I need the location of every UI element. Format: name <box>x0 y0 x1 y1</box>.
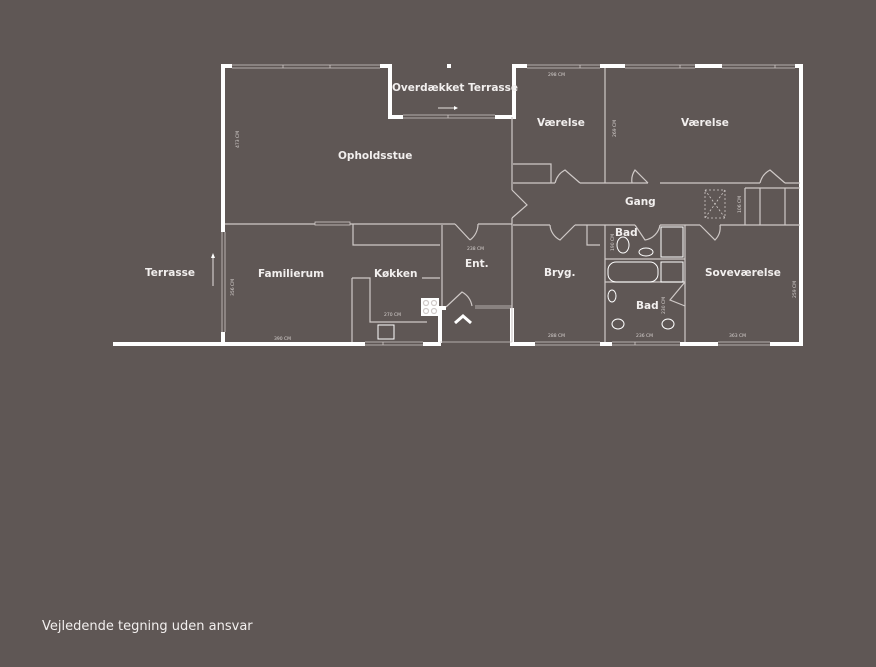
dim-kokken: 270 CM <box>384 312 401 318</box>
dim-vaerelse-1: 298 CM <box>548 72 565 78</box>
arrows <box>211 106 472 325</box>
room-label-gang: Gang <box>625 196 656 208</box>
room-label-vaerelse-2: Værelse <box>681 117 729 129</box>
room-label-bad-2: Bad <box>636 300 659 312</box>
interior-walls <box>225 68 800 342</box>
dim-bad-1: 190 CM <box>610 234 616 251</box>
room-labels: Opholdsstue Overdækket Terrasse Terrasse… <box>145 82 781 312</box>
room-label-opholdsstue: Opholdsstue <box>338 150 412 162</box>
dim-ent: 238 CM <box>467 246 484 252</box>
dim-familierum-w: 390 CM <box>274 336 291 342</box>
dim-bad-2-w: 236 CM <box>636 333 653 339</box>
room-label-bad-1: Bad <box>615 227 638 239</box>
room-label-bryg: Bryg. <box>544 267 576 279</box>
room-label-ent: Ent. <box>465 258 489 270</box>
room-label-sovevaerelse: Soveværelse <box>705 267 781 279</box>
room-label-overdaekket-terrasse: Overdækket Terrasse <box>392 82 518 94</box>
dim-sove-h: 259 CM <box>792 281 798 298</box>
dim-familierum-h: 356 CM <box>230 279 236 296</box>
room-label-terrasse: Terrasse <box>145 267 195 279</box>
room-label-kokken: Køkken <box>374 268 417 280</box>
dim-vaerelse-2: 269 CM <box>612 120 618 137</box>
dim-bad-2: 230 CM <box>661 297 667 314</box>
room-label-vaerelse-1: Værelse <box>537 117 585 129</box>
dim-gang: 106 CM <box>737 196 743 213</box>
room-label-familierum: Familierum <box>258 268 324 280</box>
disclaimer-text: Vejledende tegning uden ansvar <box>42 619 253 634</box>
outer-walls <box>113 64 803 346</box>
dim-bryg: 288 CM <box>548 333 565 339</box>
dimension-labels: 473 CM 356 CM 390 CM 270 CM 238 CM 298 C… <box>230 72 798 342</box>
dim-sove-w: 363 CM <box>729 333 746 339</box>
dim-ophold: 473 CM <box>235 131 241 148</box>
